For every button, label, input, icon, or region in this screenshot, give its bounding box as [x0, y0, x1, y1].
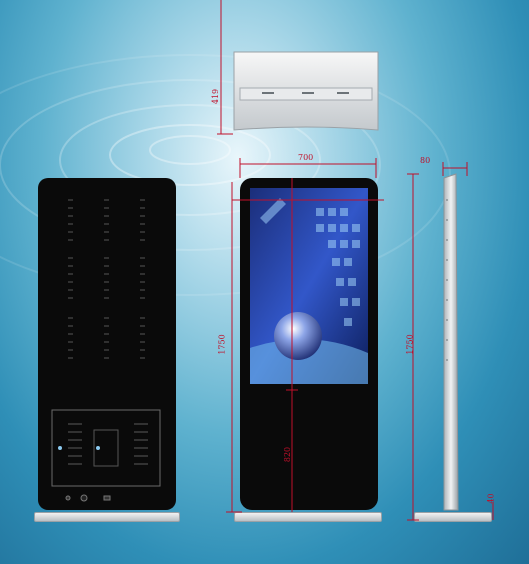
kiosk-side-view [442, 170, 460, 514]
dim-side-depth: 80 [420, 156, 431, 165]
kiosk-front-view [240, 178, 378, 510]
sphere-art [274, 312, 322, 360]
dim-base-height: 40 [486, 493, 496, 504]
dim-front-height: 1750 [217, 334, 227, 355]
kiosk-back-view [38, 178, 176, 510]
dim-front-width: 700 [298, 153, 314, 162]
dimension-lines-front [226, 158, 384, 513]
dim-side-height: 1750 [405, 334, 415, 355]
kiosk-top-view [232, 48, 380, 134]
dimension-line-top-depth [217, 0, 233, 135]
dim-lower-height: 820 [283, 446, 293, 463]
front-view-base [234, 512, 382, 522]
dim-top-depth: 419 [211, 88, 221, 105]
back-view-base [34, 512, 180, 522]
side-view-base [414, 512, 492, 522]
dimension-lines-side [407, 162, 494, 521]
